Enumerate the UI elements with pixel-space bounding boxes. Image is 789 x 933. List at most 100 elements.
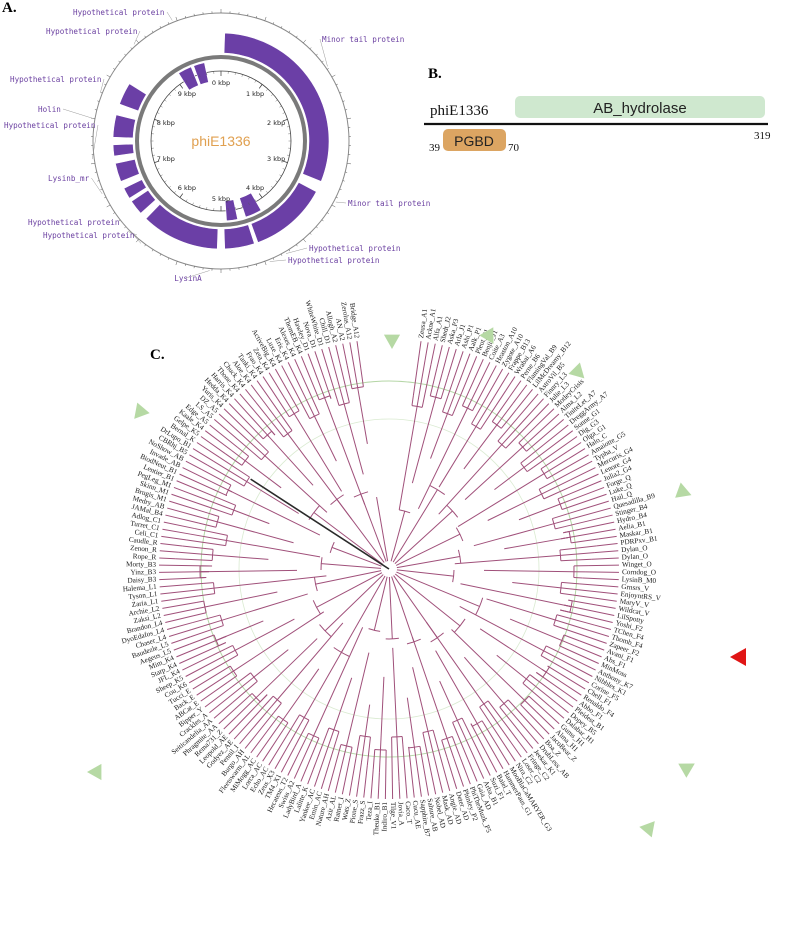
internal-branch [298, 733, 309, 754]
internal-branch [313, 415, 337, 462]
internal-branch [561, 506, 569, 511]
internal-branch [499, 706, 511, 720]
internal-branch [487, 493, 542, 521]
tree-leaf-label: Wats_Z [341, 798, 353, 821]
ring-tick [113, 212, 116, 214]
internal-branch [217, 521, 294, 544]
leaf-branch [167, 507, 204, 519]
internal-branch [496, 402, 514, 426]
kbp-tick-label: 8 kbp [157, 119, 175, 127]
ring-tick [303, 238, 307, 243]
leaf-branch [469, 362, 491, 403]
kbp-tick [154, 119, 160, 122]
leaf-branch [420, 751, 430, 796]
leaf-branch [159, 550, 179, 553]
leaf-branch [453, 758, 465, 787]
internal-branch [560, 609, 571, 613]
leaf-branch [531, 424, 569, 455]
kbp-minor-tick [279, 105, 282, 108]
feature-leader-line [100, 78, 105, 93]
ring-tick [106, 74, 111, 78]
internal-branch [526, 466, 534, 473]
ring-tick [347, 162, 352, 165]
tree-leaf-label: Dylan_O [622, 552, 649, 561]
leaf-branch [521, 398, 544, 423]
internal-branch [398, 406, 418, 510]
internal-branch [560, 552, 595, 556]
ring-tick [288, 249, 291, 252]
leaf-branch [598, 535, 617, 540]
internal-branch [432, 729, 441, 757]
internal-branch [225, 644, 233, 650]
leaf-branch [477, 368, 504, 414]
internal-branch [190, 619, 222, 631]
ring-tick [264, 261, 267, 266]
internal-branch [446, 387, 458, 414]
leaf-branch [515, 388, 533, 410]
internal-branch [346, 652, 370, 747]
internal-branch [512, 582, 562, 589]
gene-arc [131, 189, 157, 214]
internal-branch [559, 645, 570, 651]
internal-branch [345, 745, 347, 750]
ring-tick [175, 261, 178, 266]
ring-tick [280, 253, 283, 256]
kbp-minor-tick [254, 80, 257, 83]
leaf-branch [533, 436, 578, 468]
kbp-minor-tick [248, 202, 250, 206]
internal-branch [507, 699, 524, 717]
leaf-branch [188, 661, 226, 684]
internal-branch [233, 611, 325, 672]
internal-branch [561, 581, 580, 585]
leaf-branch [300, 763, 309, 782]
internal-branch [193, 612, 207, 617]
internal-branch [422, 732, 428, 754]
kbp-minor-tick [279, 174, 282, 177]
internal-branch [393, 575, 438, 638]
ring-tick [90, 162, 95, 165]
internal-branch [497, 415, 520, 442]
ring-tick [135, 238, 139, 243]
leaf-branch [518, 393, 539, 417]
internal-branch [259, 694, 268, 703]
clade-marker-triangle [134, 402, 150, 419]
internal-branch [543, 458, 570, 475]
leaf-branch [218, 709, 235, 725]
leaf-branch [161, 595, 199, 602]
ring-tick [339, 92, 342, 94]
internal-branch [234, 618, 295, 651]
internal-branch [376, 496, 389, 562]
leaf-branch [348, 758, 357, 796]
internal-branch [456, 720, 476, 760]
internal-branch [198, 593, 215, 597]
ring-tick [167, 257, 170, 260]
leaf-branch [558, 658, 593, 677]
ring-tick [342, 180, 345, 182]
internal-branch [192, 614, 221, 624]
leaf-branch [465, 359, 484, 398]
leaf-branch [509, 380, 522, 398]
ring-tick [159, 26, 162, 29]
clade-markers [87, 327, 746, 838]
internal-branch [487, 700, 504, 722]
internal-branch [316, 572, 383, 608]
internal-branch [555, 526, 566, 530]
ring-tick [135, 39, 139, 44]
internal-branch [546, 465, 570, 480]
internal-branch [417, 407, 468, 510]
leaf-branch [547, 665, 586, 690]
internal-branch [435, 372, 443, 398]
internal-branch [559, 500, 570, 505]
kbp-tick-label: 4 kbp [246, 184, 264, 192]
internal-branch [394, 510, 453, 564]
leaf-branch [173, 486, 218, 505]
leaf-branch [245, 388, 257, 403]
leaf-branch [566, 507, 611, 521]
kbp-tick-label: 2 kbp [267, 119, 285, 127]
internal-branch [313, 627, 364, 736]
internal-branch [481, 720, 485, 724]
kbp-minor-tick [275, 99, 278, 102]
leaf-branch [572, 594, 617, 602]
gene-arc [123, 179, 147, 199]
